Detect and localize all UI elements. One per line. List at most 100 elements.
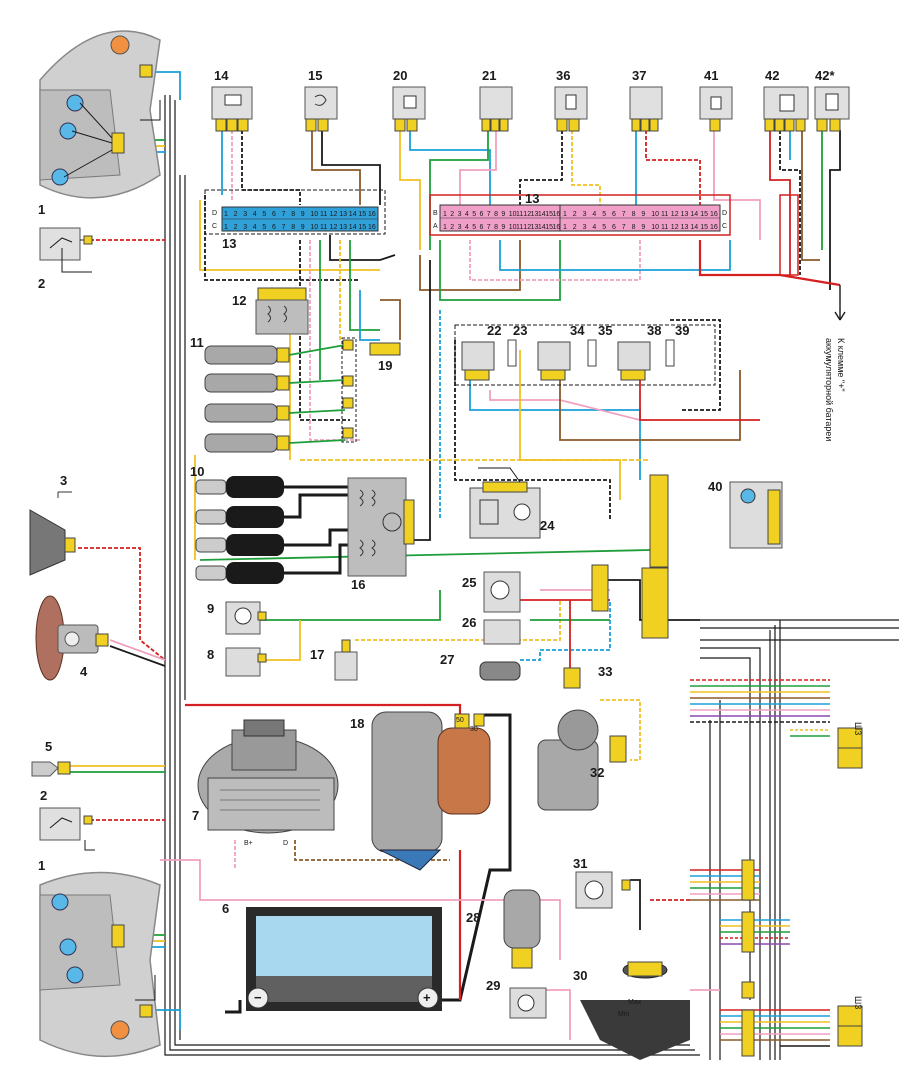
ecu-right-pin-bottom: 14 [690, 224, 698, 231]
label-component-8: 8 [207, 647, 214, 662]
starter-pin-30: 30 [470, 726, 478, 733]
ecu-left-pin-top: 9 [301, 211, 305, 218]
ecu-left-pin-top: 5 [262, 211, 266, 218]
top-sensors [211, 86, 850, 132]
ecu-mid-pin-bottom: 6 [480, 224, 484, 231]
ecu-right-pin-bottom: 3 [583, 224, 587, 231]
light-switch-40 [729, 481, 783, 549]
label-component-21: 21 [482, 68, 496, 83]
ecu-right-pin-top: 12 [671, 211, 679, 218]
label-component-19: 19 [378, 358, 392, 373]
ecu-left-pin-bottom: 12 [330, 224, 338, 231]
label-component-27: 27 [440, 652, 454, 667]
battery-plus: + [423, 990, 431, 1005]
ecu-mid-pin-top: 3 [458, 211, 462, 218]
battery-note-line1: К клемме "+" [836, 338, 846, 392]
label-component-42: 42 [765, 68, 779, 83]
labels: 1 2 3 4 5 2 1 6 7 8 9 10 11 12 13 13 14 … [38, 68, 863, 1018]
ecu-mid-pin-top: 15 [545, 211, 553, 218]
ecu-mid-pin-top: 10 [509, 211, 517, 218]
battery-6 [246, 907, 442, 1011]
label-component-10: 10 [190, 464, 204, 479]
ecu-right-pin-top: 15 [700, 211, 708, 218]
ecu-mid-pin-bottom: 15 [545, 224, 553, 231]
ecu-left-pin-bottom: 3 [243, 224, 247, 231]
wiper-motor-32 [537, 709, 627, 811]
label-component-2-top: 2 [38, 276, 45, 291]
ecu-right-pin-top: 1 [563, 211, 567, 218]
label-component-42-star: 42* [815, 68, 835, 83]
ecu-left-pin-top: 4 [253, 211, 257, 218]
ecu-right-pin-bottom: 10 [651, 224, 659, 231]
ecu-left-pin-bottom: 7 [282, 224, 286, 231]
ecu-right-pin-bottom: 12 [671, 224, 679, 231]
ecu-left-pin-bottom: 9 [301, 224, 305, 231]
battery-minus: − [254, 990, 262, 1005]
ecu-mid-pin-bottom: 2 [450, 224, 454, 231]
ecu-right-pin-top: 7 [622, 211, 626, 218]
label-component-36: 36 [556, 68, 570, 83]
label-component-20: 20 [393, 68, 407, 83]
ecu-left-pin-bottom: 2 [234, 224, 238, 231]
ecu-left-pin-bottom: 1 [224, 224, 228, 231]
ecu-mid-pin-top: 8 [494, 211, 498, 218]
alternator-pin-d: D [283, 840, 288, 847]
ecu-left-pin-top: 11 [320, 211, 327, 218]
relays-block [454, 324, 716, 386]
ecu-mid-pin-top: 5 [472, 211, 476, 218]
connector-19 [369, 342, 401, 356]
ecu-far-letter-c: C [722, 223, 727, 230]
ecu-right-pin-bottom: 2 [573, 224, 577, 231]
ecu-mid-pin-top: 14 [538, 211, 546, 218]
reservoir-min: Min [618, 1011, 629, 1018]
ecu-mid-pin-bottom: 5 [472, 224, 476, 231]
connector-sh-bottom-label: Ш3 [853, 996, 863, 1009]
label-component-41: 41 [704, 68, 718, 83]
label-component-1-bottom: 1 [38, 858, 45, 873]
ecu-right-letter-a: A [433, 223, 438, 230]
label-component-39: 39 [675, 323, 689, 338]
ecu-left-pin-top: 2 [234, 211, 238, 218]
ecu-right-pin-bottom: 11 [661, 224, 668, 231]
ecu-right-pin-top: 16 [710, 211, 718, 218]
ecu-left-pin-top: 13 [339, 211, 347, 218]
top-wiring [70, 71, 841, 1040]
ecu-right-pin-bottom: 6 [612, 224, 616, 231]
label-component-7: 7 [192, 808, 199, 823]
ecu-mid-pin-bottom: 10 [509, 224, 517, 231]
label-component-4: 4 [80, 664, 88, 679]
ecu-right-pin-bottom: 16 [710, 224, 718, 231]
ecu-mid-pin-bottom: 4 [465, 224, 469, 231]
label-component-32: 32 [590, 765, 604, 780]
ecu-right-pin-top: 2 [573, 211, 577, 218]
ecu-mid-pin-top: 6 [480, 211, 484, 218]
ecu-left-pin-bottom: 16 [368, 224, 376, 231]
label-component-1-top: 1 [38, 202, 45, 217]
pressure-sensors [225, 601, 358, 681]
ecu-left-pin-top: 3 [243, 211, 247, 218]
ecu-left-pin-top: 16 [368, 211, 376, 218]
ecu-right-letter-b: B [433, 210, 438, 217]
ecu-right-pin-top: 6 [612, 211, 616, 218]
label-component-5: 5 [45, 739, 52, 754]
ecu-right-pin-top: 9 [641, 211, 645, 218]
ecu-left-pin-top: 12 [330, 211, 338, 218]
ecu-mid-pin-top: 7 [487, 211, 491, 218]
ecu-left-pin-top: 10 [310, 211, 318, 218]
ecu-right-pin-top: 4 [592, 211, 596, 218]
label-component-9: 9 [207, 601, 214, 616]
headlamp-bottom [39, 871, 161, 1058]
ecu-mid-pin-top: 2 [450, 211, 454, 218]
label-component-3: 3 [60, 473, 67, 488]
ecu-mid-pin-bottom: 3 [458, 224, 462, 231]
ecu-left-pin-top: 7 [282, 211, 286, 218]
ecu-mid-pin-top: 4 [465, 211, 469, 218]
ignition-coil-16 [347, 477, 415, 577]
ecu-left-pin-top: 14 [349, 211, 357, 218]
label-component-16: 16 [351, 577, 365, 592]
label-component-2-bottom: 2 [40, 788, 47, 803]
ecu-mid-pin-bottom: 11 [516, 224, 523, 231]
ecu-right-pin-top: 3 [583, 211, 587, 218]
